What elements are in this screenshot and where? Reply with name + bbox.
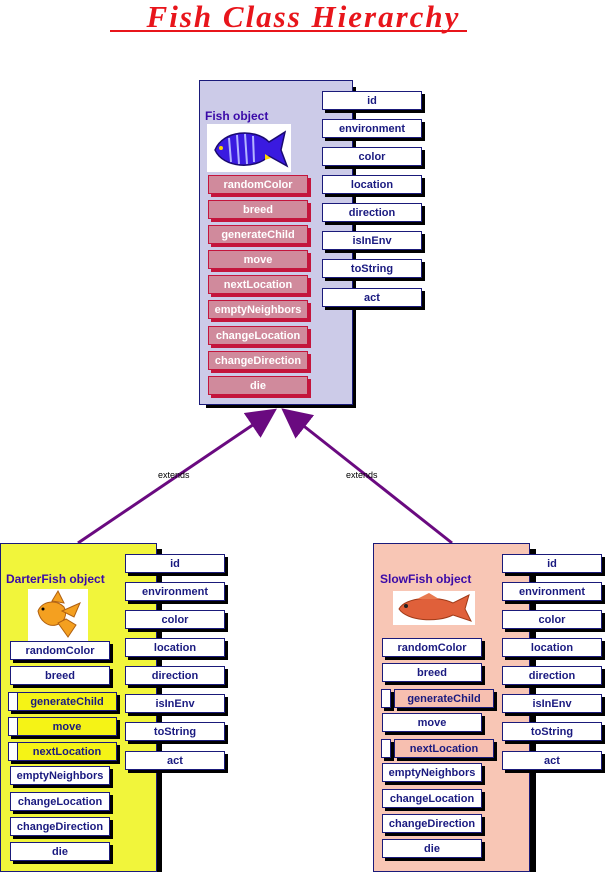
slow-method[interactable]: move (382, 713, 482, 732)
darter-override-method[interactable]: generateChild (17, 692, 117, 711)
darter-method[interactable]: die (10, 842, 110, 861)
page-title: Fish Class Hierarchy (146, 0, 461, 34)
angelfish-icon (207, 124, 291, 172)
fish-private-method[interactable]: emptyNeighbors (208, 300, 308, 319)
slow-public-method[interactable]: location (502, 638, 602, 657)
fish-private-method[interactable]: generateChild (208, 225, 308, 244)
darter-override-method[interactable]: nextLocation (17, 742, 117, 761)
slow-method[interactable]: randomColor (382, 638, 482, 657)
fish-private-method[interactable]: changeLocation (208, 326, 308, 345)
darter-public-method[interactable]: direction (125, 666, 225, 685)
slow-method[interactable]: changeLocation (382, 789, 482, 808)
fish-private-method[interactable]: breed (208, 200, 308, 219)
slow-override-stub (381, 739, 391, 758)
fish-private-method[interactable]: randomColor (208, 175, 308, 194)
fish-private-method[interactable]: move (208, 250, 308, 269)
slow-method[interactable]: breed (382, 663, 482, 682)
fish-public-method[interactable]: color (322, 147, 422, 166)
darter-public-method[interactable]: id (125, 554, 225, 573)
slow-override-method[interactable]: generateChild (394, 689, 494, 708)
darter-public-method[interactable]: toString (125, 722, 225, 741)
fish-private-method[interactable]: changeDirection (208, 351, 308, 370)
fish-public-method[interactable]: direction (322, 203, 422, 222)
slow-extends-label: extends (346, 470, 378, 480)
slow-extends-arrow (281, 408, 453, 545)
darter-method[interactable]: changeDirection (10, 817, 110, 836)
darter-override-method[interactable]: move (17, 717, 117, 736)
slow-method[interactable]: changeDirection (382, 814, 482, 833)
fish-public-method[interactable]: isInEnv (322, 231, 422, 250)
slow-method[interactable]: emptyNeighbors (382, 763, 482, 782)
darter-method[interactable]: emptyNeighbors (10, 766, 110, 785)
darter-method[interactable]: randomColor (10, 641, 110, 660)
slow-override-method[interactable]: nextLocation (394, 739, 494, 758)
fish-public-method[interactable]: id (322, 91, 422, 110)
darter-object-label: DarterFish object (6, 572, 105, 586)
slow-public-method[interactable]: id (502, 554, 602, 573)
fish-public-method[interactable]: location (322, 175, 422, 194)
slow-public-method[interactable]: isInEnv (502, 694, 602, 713)
darter-extends-label: extends (158, 470, 190, 480)
darter-public-method[interactable]: color (125, 610, 225, 629)
darter-extends-arrow (77, 408, 277, 545)
darter-public-method[interactable]: isInEnv (125, 694, 225, 713)
slow-object-label: SlowFish object (380, 572, 472, 586)
slow-public-method[interactable]: environment (502, 582, 602, 601)
slow-public-method[interactable]: color (502, 610, 602, 629)
darter-public-method[interactable]: location (125, 638, 225, 657)
title-underline (110, 30, 467, 32)
slow-public-method[interactable]: direction (502, 666, 602, 685)
slow-public-method[interactable]: toString (502, 722, 602, 741)
fish-public-method[interactable]: toString (322, 259, 422, 278)
darter-public-method[interactable]: environment (125, 582, 225, 601)
fish-private-method[interactable]: die (208, 376, 308, 395)
slow-public-method[interactable]: act (502, 751, 602, 770)
fish-public-method[interactable]: environment (322, 119, 422, 138)
slow-method[interactable]: die (382, 839, 482, 858)
fish-object-label: Fish object (205, 109, 269, 123)
fish-private-method[interactable]: nextLocation (208, 275, 308, 294)
darter-public-method[interactable]: act (125, 751, 225, 770)
redfish-icon (393, 591, 475, 625)
darter-method[interactable]: changeLocation (10, 792, 110, 811)
slow-override-stub (381, 689, 391, 708)
darter-method[interactable]: breed (10, 666, 110, 685)
fish-public-method[interactable]: act (322, 288, 422, 307)
goldfish-icon (28, 589, 88, 641)
